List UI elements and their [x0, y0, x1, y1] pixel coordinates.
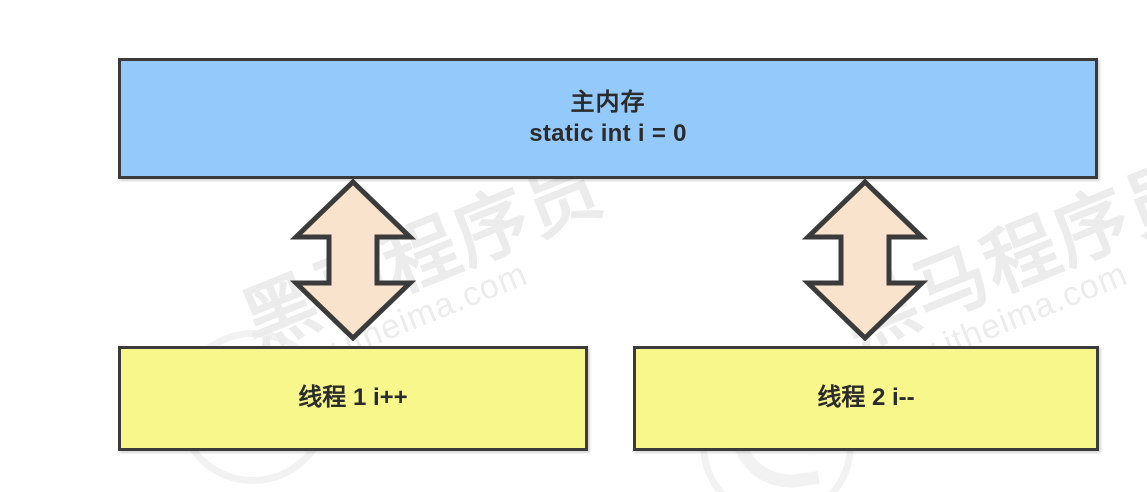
thread-2-label: 线程 2 i-- [817, 384, 915, 412]
double-headed-arrow-thread-1 [288, 179, 418, 341]
main-memory-label: 主内存 static int i = 0 [529, 88, 687, 149]
thread-1-label: 线程 1 i++ [298, 384, 408, 412]
arrow-shape [801, 179, 929, 341]
main-memory-box: 主内存 static int i = 0 [118, 58, 1098, 179]
double-headed-arrow-icon [289, 179, 417, 341]
arrow-shape [289, 179, 417, 341]
double-headed-arrow-thread-2 [800, 179, 930, 341]
thread-2-box: 线程 2 i-- [633, 346, 1099, 451]
double-headed-arrow-icon [801, 179, 929, 341]
main-memory-declaration: static int i = 0 [529, 119, 687, 147]
thread-1-box: 线程 1 i++ [118, 346, 588, 451]
main-memory-title: 主内存 [570, 88, 646, 116]
